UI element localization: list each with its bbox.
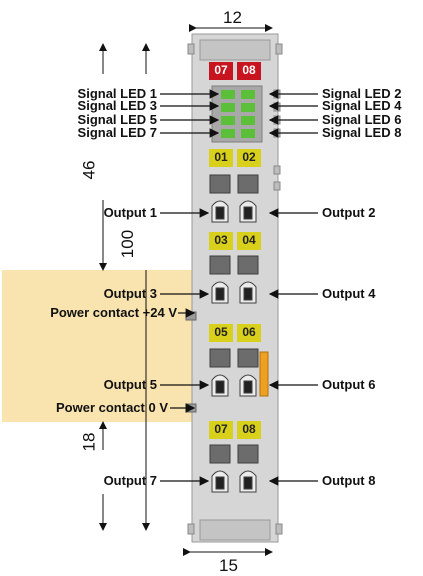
- tag-04: 04: [242, 233, 256, 247]
- label-output-5: Output 5: [103, 377, 157, 392]
- terminal-group-5-6: [209, 348, 259, 397]
- label-output-1: Output 1: [103, 205, 157, 220]
- power-contact-highlight: [2, 270, 206, 422]
- tag-06: 06: [242, 325, 256, 339]
- red-tag-right-text: 08: [242, 63, 256, 77]
- label-signal-led-6: Signal LED 6: [322, 112, 402, 127]
- dim-height-total: 100: [118, 229, 138, 259]
- label-output-3: Output 3: [103, 286, 157, 301]
- label-output-4: Output 4: [322, 286, 376, 301]
- dim-bottom-width: 15: [219, 556, 238, 575]
- tag-05: 05: [214, 325, 228, 339]
- tag-08: 08: [242, 422, 256, 436]
- label-output-8: Output 8: [322, 473, 376, 488]
- label-power-contact-0v: Power contact 0 V: [56, 400, 168, 415]
- label-signal-led-1: Signal LED 1: [77, 86, 157, 101]
- label-signal-led-7: Signal LED 7: [77, 125, 157, 140]
- label-signal-led-5: Signal LED 5: [77, 112, 157, 127]
- tag-02: 02: [242, 150, 256, 164]
- label-output-7: Output 7: [103, 473, 157, 488]
- red-tag-right: [237, 62, 261, 80]
- label-signal-led-2: Signal LED 2: [322, 86, 402, 101]
- tag-03: 03: [214, 233, 228, 247]
- led-indicators: [221, 90, 255, 138]
- dim-height-upper: 46: [79, 160, 99, 180]
- label-signal-led-4: Signal LED 4: [322, 98, 402, 113]
- dim-height-lower: 18: [79, 432, 99, 452]
- label-output-2: Output 2: [322, 205, 376, 220]
- terminal-group-7-8: [209, 444, 259, 493]
- label-signal-led-3: Signal LED 3: [77, 98, 157, 113]
- dim-top-width: 12: [223, 8, 242, 27]
- terminal-group-1-2: [209, 174, 259, 223]
- label-power-contact-24v: Power contact +24 V: [50, 305, 177, 320]
- tag-01: 01: [214, 150, 228, 164]
- callout-arrows: [160, 89, 318, 486]
- red-tag-left: [209, 62, 233, 80]
- terminal-group-3-4: [209, 255, 259, 304]
- label-output-6: Output 6: [322, 377, 376, 392]
- tag-07: 07: [214, 422, 228, 436]
- label-signal-led-8: Signal LED 8: [322, 125, 402, 140]
- red-tag-left-text: 07: [214, 63, 228, 77]
- orange-strip: [259, 351, 269, 397]
- dimension-lines: [99, 24, 273, 556]
